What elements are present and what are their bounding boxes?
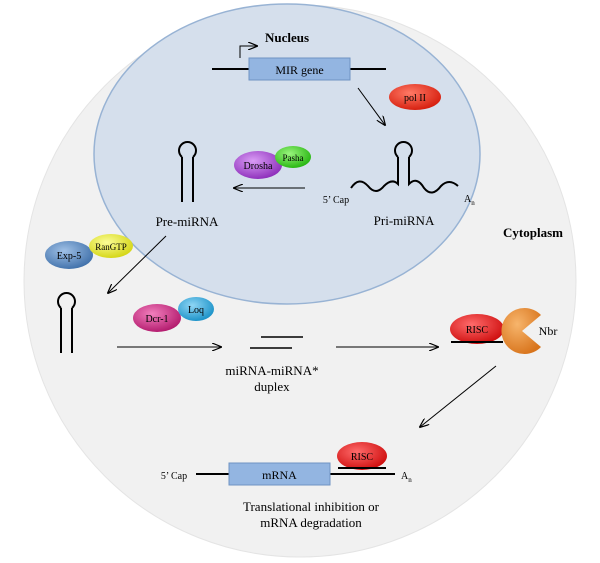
outcome-line2: mRNA degradation [260, 515, 362, 530]
mir-gene: MIR gene [212, 46, 386, 81]
pri-mirna: 5’ Cap An Pri-miRNA [323, 141, 475, 228]
target-mrna: 5’ Cap mRNA An RISC [161, 442, 412, 486]
mirna-duplex: miRNA-miRNA* duplex [225, 336, 319, 394]
mrna-label: mRNA [262, 468, 297, 482]
dcr1-protein [133, 304, 181, 332]
exp5-label: Exp-5 [57, 251, 81, 262]
drosha-protein [234, 151, 282, 179]
risc-complex-loaded: RISC [450, 314, 504, 344]
loq-label: Loq [188, 305, 204, 316]
mrna-box [228, 462, 331, 486]
pre-mirna-label: Pre-miRNA [156, 214, 219, 229]
arrow-gene-to-primirna [357, 87, 385, 125]
risc-bound-label: RISC [351, 452, 374, 463]
dcr1-loq-complex: Dcr-1 Loq [133, 297, 214, 332]
cytoplasm-label: Cytoplasm [503, 225, 563, 240]
loq-protein [178, 297, 214, 321]
polya-mrna-label: An [401, 471, 412, 484]
nbr-protein: Nbr [501, 308, 557, 354]
cap-mrna-label: 5’ Cap [161, 471, 187, 482]
mir-gene-label: MIR gene [275, 63, 323, 77]
transcription-start-arrow [239, 46, 257, 58]
arrow-to-target [420, 365, 497, 427]
polya-pri-label: An [464, 194, 475, 207]
exp5-rangtp-complex: Exp-5 RanGTP [45, 234, 133, 269]
pri-mirna-strand [350, 157, 459, 194]
risc-bound-protein [337, 442, 387, 470]
pol2-label: pol II [404, 93, 426, 104]
pri-mirna-label: Pri-miRNA [374, 213, 435, 228]
nucleus-label: Nucleus [265, 30, 309, 45]
pasha-protein [275, 146, 311, 168]
cap-pri-label: 5’ Cap [323, 195, 349, 206]
pol2-protein: pol II [389, 84, 441, 110]
outcome-line1: Translational inhibition or [243, 499, 380, 514]
cytoplasmic-pre-mirna [57, 292, 76, 353]
risc-label: RISC [466, 325, 489, 336]
arrow-export [108, 235, 167, 293]
duplex-label-line2: duplex [254, 379, 290, 394]
risc-protein [450, 314, 504, 344]
drosha-label: Drosha [244, 161, 273, 172]
pri-mirna-loop [394, 141, 413, 158]
rangtp-protein [89, 234, 133, 258]
duplex-label-line1: miRNA-miRNA* [225, 363, 318, 378]
pasha-label: Pasha [283, 153, 304, 163]
drosha-pasha-complex: Drosha Pasha [234, 146, 311, 179]
exp5-protein [45, 241, 93, 269]
mir-gene-box [248, 57, 351, 81]
nbr-label: Nbr [539, 324, 558, 338]
rangtp-label: RanGTP [95, 242, 127, 252]
dcr1-label: Dcr-1 [145, 314, 168, 325]
pre-mirna: Pre-miRNA [156, 141, 219, 229]
